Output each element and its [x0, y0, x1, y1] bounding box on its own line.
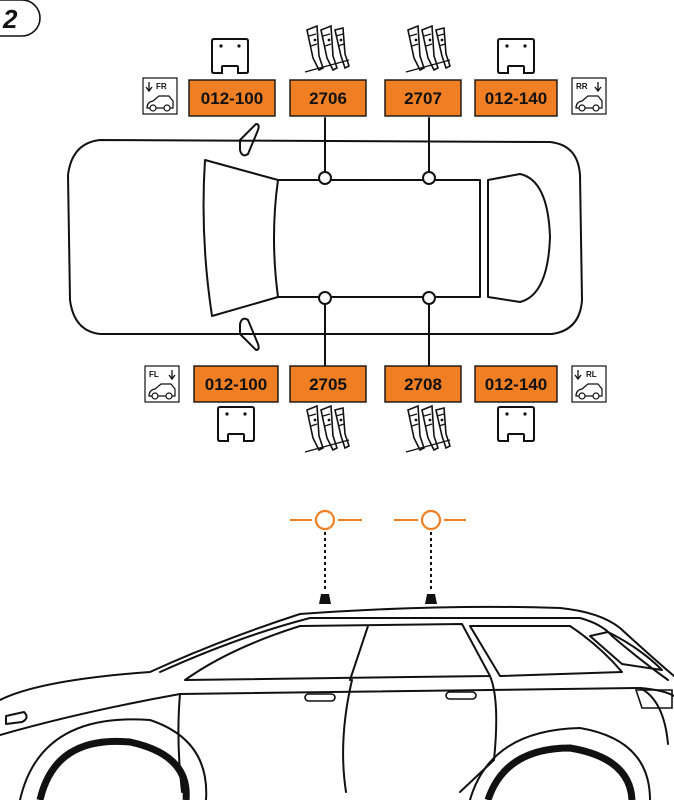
label-rear-right-pad: 012-140	[474, 79, 558, 117]
label-front-left-clamp: 2705	[289, 365, 367, 403]
clamp-bracket-icon	[405, 405, 451, 453]
step-number-badge: 2	[0, 0, 41, 37]
mount-point	[318, 171, 332, 185]
roof-fitting-points-side	[290, 509, 466, 604]
svg-text:2706: 2706	[309, 89, 347, 108]
svg-text:012-140: 012-140	[485, 89, 547, 108]
arrow-down-icon	[594, 82, 602, 93]
mount-point	[318, 291, 332, 305]
clamp-bracket-icon	[304, 25, 350, 73]
bottom-labels: 012-100 2705 2708 012-140	[193, 365, 558, 403]
arrow-down-icon	[574, 370, 582, 381]
clamp-bracket-icon	[304, 405, 350, 453]
position-fl-indicator: FL	[144, 365, 180, 403]
svg-text:012-100: 012-100	[205, 375, 267, 394]
arrow-down-icon	[145, 82, 153, 93]
position-rr-indicator: RR	[571, 77, 607, 115]
svg-text:012-140: 012-140	[485, 375, 547, 394]
mount-point	[422, 171, 436, 185]
svg-text:2707: 2707	[404, 89, 442, 108]
position-fr-indicator: FR	[142, 77, 178, 115]
svg-text:FL: FL	[149, 370, 159, 379]
svg-text:RR: RR	[576, 82, 588, 91]
top-labels: 012-100 2706 2707 012-140	[188, 79, 558, 117]
svg-text:2705: 2705	[309, 375, 347, 394]
mount-points-top-view	[318, 117, 436, 367]
label-rear-left-clamp: 2708	[384, 365, 462, 403]
svg-text:RL: RL	[586, 370, 597, 379]
label-rear-right-clamp: 2707	[384, 79, 462, 117]
svg-text:012-100: 012-100	[201, 89, 263, 108]
svg-text:FR: FR	[156, 82, 167, 91]
step-number: 2	[2, 4, 18, 34]
label-front-right-pad: 012-100	[188, 79, 276, 117]
car-top-view	[67, 123, 583, 351]
fitting-point-marker	[420, 509, 442, 531]
square-pad-icon	[497, 38, 535, 74]
mount-point	[422, 291, 436, 305]
top-part-icons	[211, 25, 535, 74]
car-side-view	[0, 605, 674, 800]
square-pad-icon	[217, 406, 255, 442]
square-pad-icon	[211, 38, 249, 74]
clamp-bracket-icon	[405, 25, 451, 73]
label-front-right-clamp: 2706	[289, 79, 367, 117]
label-rear-left-pad: 012-140	[474, 365, 558, 403]
svg-text:2708: 2708	[404, 375, 442, 394]
label-front-left-pad: 012-100	[193, 365, 279, 403]
square-pad-icon	[497, 406, 535, 442]
bottom-part-icons	[217, 405, 535, 453]
arrow-down-icon	[168, 370, 176, 381]
fitting-point-marker	[314, 509, 336, 531]
position-rl-indicator: RL	[571, 365, 607, 403]
